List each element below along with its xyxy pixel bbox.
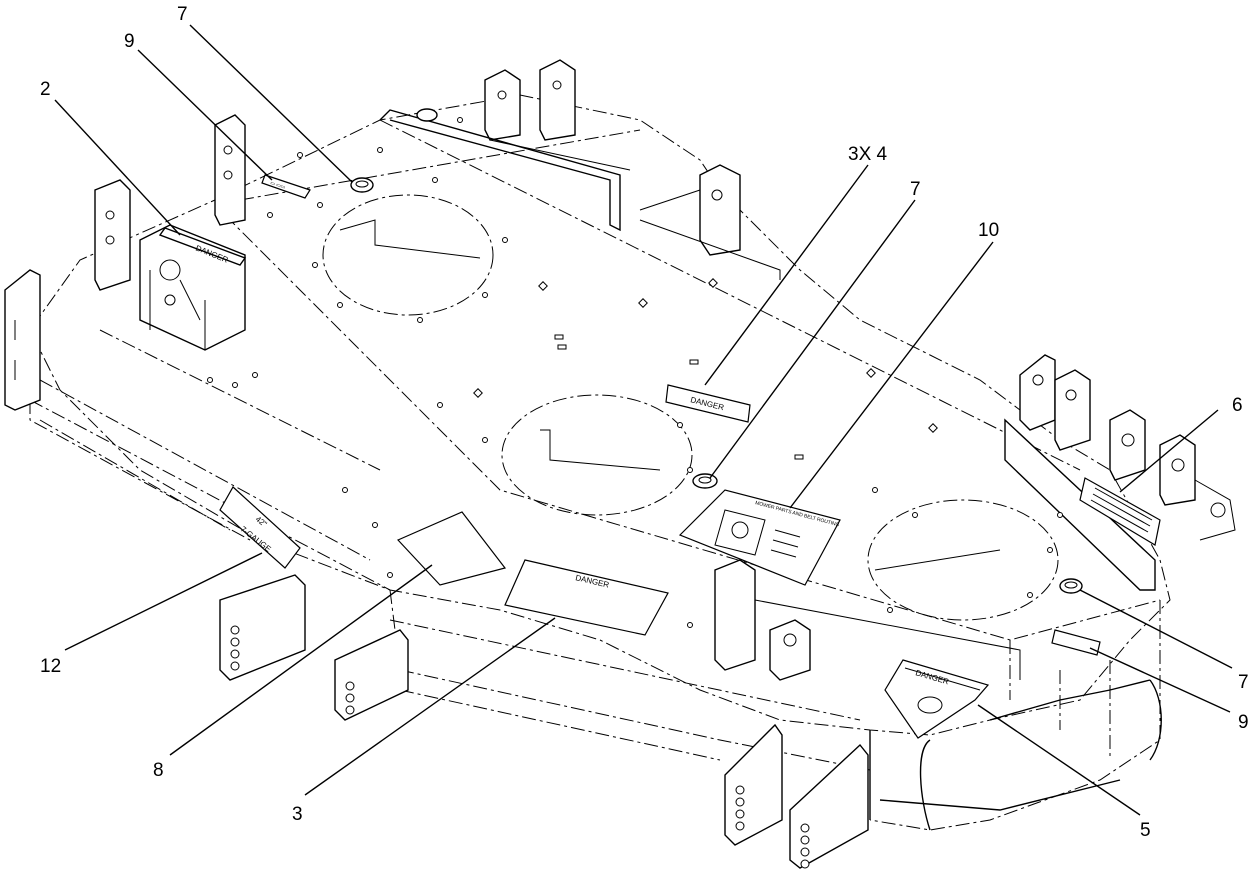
callout-7-rear: 7 <box>177 4 188 25</box>
bracket-right-mid <box>1004 354 1236 591</box>
decal-4-danger: DANGER <box>665 384 751 423</box>
decal-9-rear: ▭ ▭▭ <box>261 174 311 199</box>
decal-5-danger-shield: DANGER <box>884 659 990 739</box>
callout-10: 10 <box>978 220 999 241</box>
decal-3-danger: DANGER <box>504 559 669 636</box>
callout-7-center: 7 <box>910 179 921 200</box>
callout-labels: 7 9 2 3X 4 7 10 6 7 9 5 3 8 12 <box>40 4 1249 841</box>
bracket-right-rear <box>639 164 781 280</box>
svg-text:▭ ▭▭: ▭ ▭▭ <box>269 180 286 191</box>
deck-front-skirt <box>869 600 1162 831</box>
callout-3x4: 3X 4 <box>848 144 888 165</box>
bracket-left-rear <box>4 114 246 411</box>
deck-holes <box>207 117 1063 628</box>
callout-12: 12 <box>40 656 61 677</box>
callout-7-front: 7 <box>1238 672 1249 693</box>
callout-5: 5 <box>1140 820 1151 841</box>
bracket-rear-top <box>379 59 631 232</box>
decal-10-belt-routing: MOWER PARTS AND BELT ROUTING <box>678 489 841 586</box>
deck-top-outline <box>29 94 1171 736</box>
decal-9-front <box>1051 629 1101 656</box>
callout-6: 6 <box>1232 395 1243 416</box>
callout-9-rear: 9 <box>124 31 135 52</box>
decal-6 <box>1079 477 1161 546</box>
decal-8 <box>396 511 507 586</box>
front-plates <box>219 574 869 869</box>
callout-9-front: 9 <box>1238 712 1249 733</box>
bracket-center-front <box>714 559 1021 681</box>
callout-2: 2 <box>40 79 51 100</box>
callout-8: 8 <box>153 760 164 781</box>
blade-openings <box>322 194 1059 621</box>
callout-3: 3 <box>292 804 303 825</box>
decal-12-gauge-plate: 7-GAUGE 42" <box>219 486 301 569</box>
leader-lines <box>54 24 1233 816</box>
danger-bracket-box: DANGER <box>139 224 247 351</box>
